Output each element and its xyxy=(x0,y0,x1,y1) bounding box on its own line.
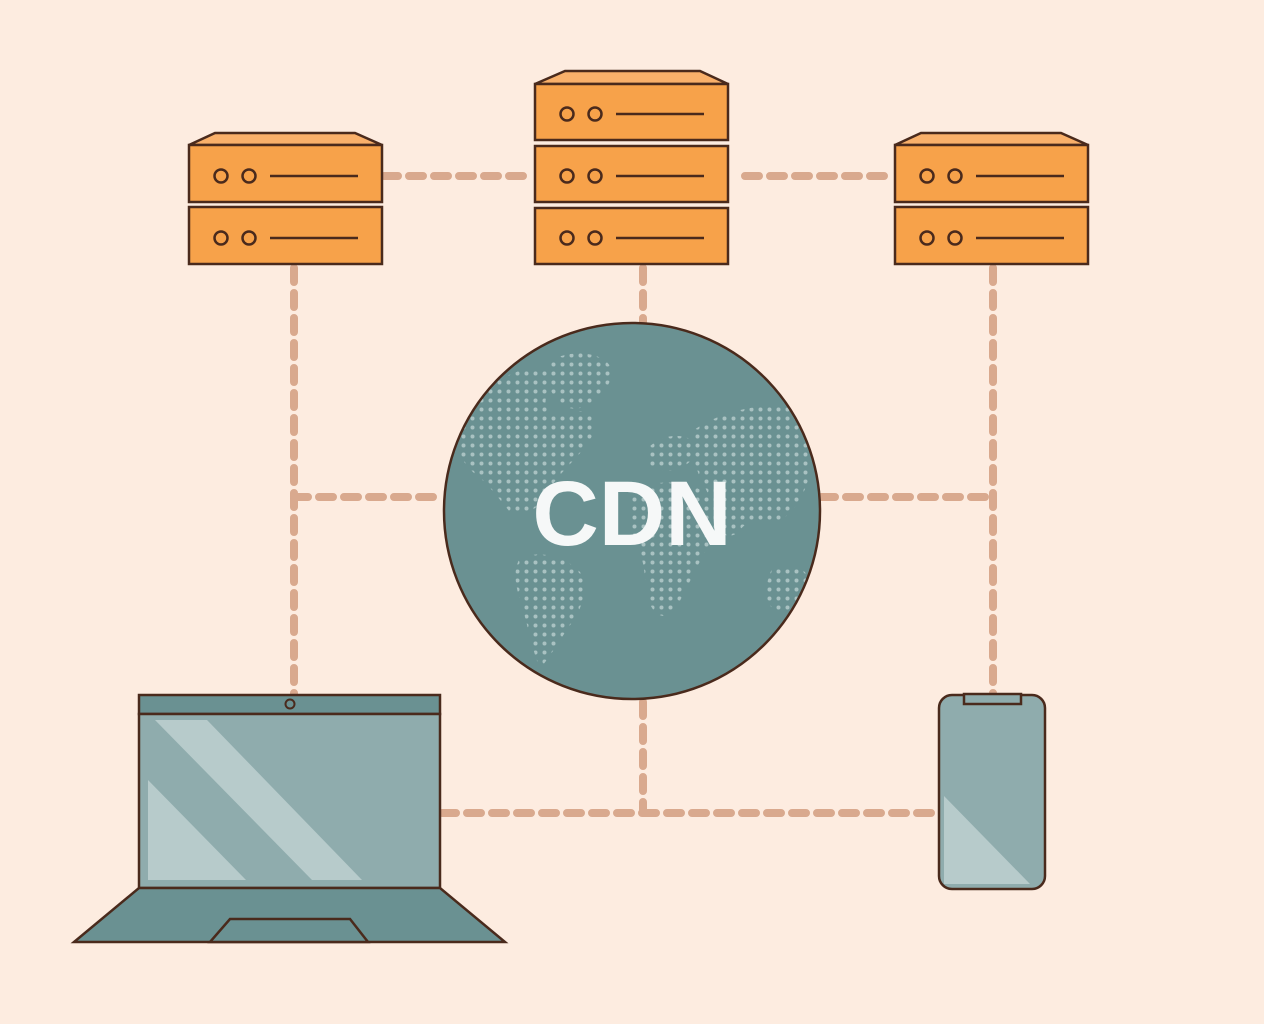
phone-icon xyxy=(937,692,1047,891)
server-icon xyxy=(533,69,730,266)
globe-label: CDN xyxy=(532,463,731,565)
connector-lines xyxy=(290,172,997,817)
world-map-dots xyxy=(454,353,813,668)
globe-icon: CDN xyxy=(442,321,822,701)
server-icon xyxy=(187,131,384,266)
laptop-icon xyxy=(70,693,509,944)
server-icon xyxy=(893,131,1090,266)
